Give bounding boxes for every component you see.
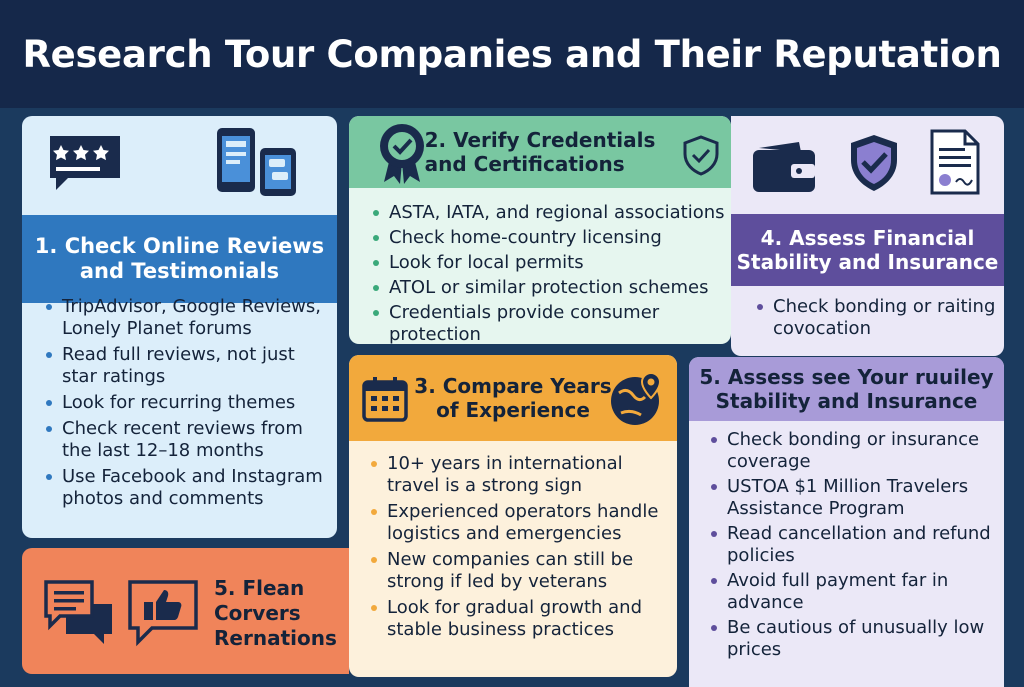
stability-list: Check bonding or insurance coverage USTO… xyxy=(707,429,1002,664)
list-item: Look for recurring themes xyxy=(42,392,332,414)
star-review-icon xyxy=(50,136,120,190)
thumbs-up-icon xyxy=(128,580,198,647)
card-years-experience: 3. Compare Years of Experience 10+ years… xyxy=(349,355,677,677)
list-item: Read full reviews, not just star ratings xyxy=(42,344,332,388)
label-line: Rernations xyxy=(214,626,337,650)
card-assess-stability: 5. Assess see Your ruuiley Stability and… xyxy=(689,357,1004,687)
heading-line: and Certifications xyxy=(424,152,625,176)
heading-line: 5. Assess see Your ruuiley xyxy=(699,365,994,389)
certificate-document-icon xyxy=(930,129,980,195)
heading-line: and Testimonials xyxy=(79,259,280,283)
list-item: USTOA $1 Million Travelers Assistance Pr… xyxy=(707,476,1002,520)
card-online-reviews: 1. Check Online Reviews and Testimonials… xyxy=(22,116,337,538)
card-financial-stability-heading: 4. Assess Financial Stability and Insura… xyxy=(731,214,1004,286)
list-item: Avoid full payment far in advance xyxy=(707,570,1002,614)
chat-bubbles-icon xyxy=(44,580,112,644)
heading-line: 2. Verify Credentials xyxy=(424,128,656,152)
card-financial-stability: 4. Assess Financial Stability and Insura… xyxy=(731,116,1004,356)
list-item: Credentials provide consumer protection xyxy=(369,302,729,344)
list-item: Read cancellation and refund policies xyxy=(707,523,1002,567)
financial-list: Check bonding or raiting covocation xyxy=(753,296,1003,344)
list-item: Look for gradual growth and stable busin… xyxy=(367,597,672,641)
list-item: Check bonding or raiting covocation xyxy=(753,296,1003,340)
globe-route-icon xyxy=(611,371,662,425)
flean-corvers-label: 5. Flean Corvers Rernations xyxy=(214,576,344,651)
list-item: Check recent reviews from the last 12–18… xyxy=(42,418,332,462)
heading-line: 1. Check Online Reviews xyxy=(34,233,325,258)
heading-line: Stability and Insurance xyxy=(736,250,999,274)
header-banner: Research Tour Companies and Their Reputa… xyxy=(0,0,1024,108)
shield-check-icon xyxy=(851,135,897,191)
list-item: Be cautious of unusually low prices xyxy=(707,617,1002,661)
list-item: Check bonding or insurance coverage xyxy=(707,429,1002,473)
award-badge-icon xyxy=(380,124,424,184)
mobile-phones-icon xyxy=(217,128,296,196)
list-item: Look for local permits xyxy=(369,252,729,274)
list-item: New companies can still be strong if led… xyxy=(367,549,672,593)
list-item: Check home-country licensing xyxy=(369,227,729,249)
shield-check-icon xyxy=(683,135,719,176)
list-item: TripAdvisor, Google Reviews, Lonely Plan… xyxy=(42,296,332,340)
list-item: ATOL or similar protection schemes xyxy=(369,277,729,299)
heading-line: 3. Compare Years xyxy=(414,374,612,398)
experience-list: 10+ years in international travel is a s… xyxy=(367,453,672,645)
heading-line: 4. Assess Financial xyxy=(760,226,975,250)
page-title: Research Tour Companies and Their Reputa… xyxy=(22,32,1002,76)
wallet-icon xyxy=(753,142,815,192)
list-item: Experienced operators handle logistics a… xyxy=(367,501,672,545)
online-reviews-list: TripAdvisor, Google Reviews, Lonely Plan… xyxy=(42,296,332,514)
card-online-reviews-heading: 1. Check Online Reviews and Testimonials xyxy=(22,215,337,303)
credentials-list: ASTA, IATA, and regional associations Ch… xyxy=(369,202,729,344)
list-item: Use Facebook and Instagram photos and co… xyxy=(42,466,332,510)
list-item: 10+ years in international travel is a s… xyxy=(367,453,672,497)
calendar-icon xyxy=(362,377,408,422)
label-line: Corvers xyxy=(214,601,301,625)
card-verify-credentials: 2. Verify Credentials and Certifications… xyxy=(349,116,731,344)
card-flean-corvers: 5. Flean Corvers Rernations xyxy=(22,548,349,674)
list-item: ASTA, IATA, and regional associations xyxy=(369,202,729,224)
heading-line: of Experience xyxy=(436,398,590,422)
label-line: 5. Flean xyxy=(214,576,305,600)
heading-line: Stability and Insurance xyxy=(715,389,978,413)
card-assess-stability-heading: 5. Assess see Your ruuiley Stability and… xyxy=(689,357,1004,421)
